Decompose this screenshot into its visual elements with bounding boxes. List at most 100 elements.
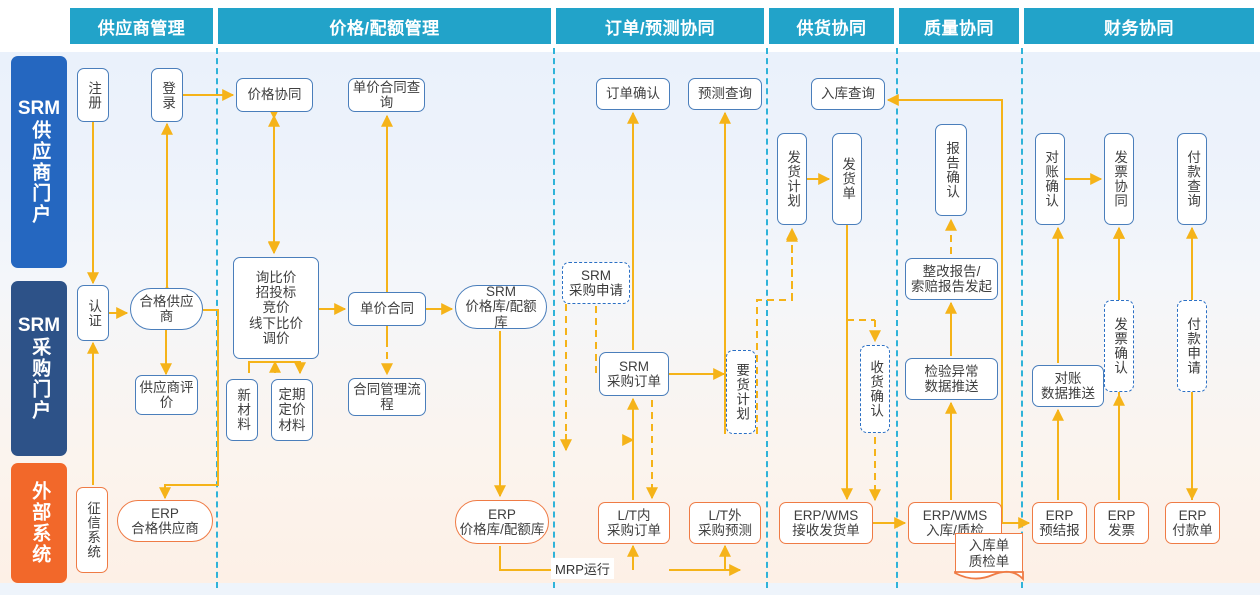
node-order-confirm[interactable]: 订单确认: [596, 78, 670, 110]
column-separator-0: [216, 48, 218, 588]
inbound-qc-doc-node[interactable]: 入库单质检单: [955, 533, 1023, 573]
node-register[interactable]: 注册: [77, 68, 109, 122]
node-contract-mgmt-process[interactable]: 合同管理流程: [348, 378, 426, 416]
column-separator-4: [1021, 48, 1023, 588]
node-label: 对账确认: [1043, 150, 1059, 208]
node-label-line: 调价: [262, 330, 290, 346]
node-label-line: 定期: [278, 387, 306, 403]
node-label-line: 询比价: [255, 270, 297, 286]
column-separator-3: [896, 48, 898, 588]
node-label-line: 价格库/配额库: [459, 522, 545, 537]
node-inquiry-bidding[interactable]: 询比价招投标竞价线下比价调价: [233, 257, 319, 359]
node-payment-query[interactable]: 付款查询: [1177, 133, 1207, 225]
row-label-external-system: 外部系统: [11, 463, 67, 583]
node-reconcile-confirm[interactable]: 对账确认: [1035, 133, 1065, 225]
node-lt-inner-purchase-order[interactable]: L/T内采购订单: [598, 502, 670, 544]
node-label: 定期定价材料: [279, 387, 306, 432]
node-supplier-evaluation[interactable]: 供应商评价: [135, 375, 198, 415]
node-price-collab[interactable]: 价格协同: [236, 78, 313, 112]
node-forecast-query[interactable]: 预测查询: [688, 78, 762, 110]
node-label-line: 接收发货单: [792, 523, 860, 538]
node-label-line: 索赔报告发起: [911, 279, 992, 294]
node-unit-price-contract[interactable]: 单价合同: [348, 292, 426, 326]
node-invoice-collab[interactable]: 发票协同: [1104, 133, 1134, 225]
node-label: L/T外采购预测: [698, 508, 752, 538]
column-header-price-quota[interactable]: 价格/配额管理: [218, 8, 551, 44]
column-header-supply-collab[interactable]: 供货协同: [769, 8, 894, 44]
node-label-line: SRM: [619, 358, 649, 374]
node-label: 询比价招投标竞价线下比价调价: [249, 270, 303, 346]
node-label: 发货计划: [785, 150, 801, 208]
node-qualified-supplier[interactable]: 合格供应商: [130, 288, 203, 330]
node-label: 新材料: [235, 388, 251, 432]
node-label-line: 线下比价: [249, 315, 303, 331]
node-label-line: 预结报: [1039, 523, 1080, 538]
column-header-quality-collab[interactable]: 质量协同: [899, 8, 1019, 44]
node-inspect-abnormal-push[interactable]: 检验异常数据推送: [905, 358, 998, 400]
row-label-cn: 采购门户: [29, 336, 51, 421]
node-label-line: 采购预测: [698, 523, 752, 538]
node-label: 单价合同: [360, 301, 414, 317]
node-label-line: 材料: [278, 417, 306, 433]
node-label: 注册: [86, 80, 102, 110]
column-header-finance-collab[interactable]: 财务协同: [1024, 8, 1254, 44]
node-label-line: ERP/WMS: [922, 507, 988, 523]
node-label-line: 采购订单: [607, 374, 661, 389]
node-label-line: 价格库/配额库: [465, 299, 537, 330]
node-label: 要货计划: [734, 363, 750, 421]
node-login[interactable]: 登录: [151, 68, 183, 122]
node-periodic-priced-material[interactable]: 定期定价材料: [271, 379, 313, 441]
node-inbound-query[interactable]: 入库查询: [811, 78, 885, 110]
node-label-line: 整改报告/: [922, 263, 981, 279]
node-reconcile-data-push[interactable]: 对账数据推送: [1032, 365, 1104, 407]
node-label-line: 采购订单: [607, 523, 661, 538]
node-delivery-note[interactable]: 发货单: [832, 133, 862, 225]
node-unit-price-contract-query[interactable]: 单价合同查询: [348, 78, 425, 112]
node-rectify-claim-report[interactable]: 整改报告/索赔报告发起: [905, 258, 998, 300]
node-label: 登录: [160, 80, 176, 110]
node-payment-request[interactable]: 付款申请: [1177, 300, 1207, 392]
node-label: L/T内采购订单: [607, 508, 661, 538]
node-lt-outer-purchase-forecast[interactable]: L/T外采购预测: [689, 502, 761, 544]
column-separator-2: [766, 48, 768, 588]
node-label: 检验异常数据推送: [925, 364, 979, 394]
node-report-confirm[interactable]: 报告确认: [935, 124, 967, 216]
node-invoice-confirm[interactable]: 发票确认: [1104, 300, 1134, 392]
node-label: 整改报告/索赔报告发起: [911, 264, 992, 294]
row-label-cn: 供应商门户: [29, 119, 51, 225]
node-label: 发货单: [840, 157, 856, 201]
node-label: 订单确认: [606, 86, 660, 102]
column-separator-1: [553, 48, 555, 588]
node-label-line: 招投标: [255, 285, 297, 301]
node-new-material[interactable]: 新材料: [226, 379, 258, 441]
column-header-supplier-mgmt[interactable]: 供应商管理: [70, 8, 213, 44]
node-certification[interactable]: 认证: [77, 285, 109, 341]
node-label: 付款申请: [1185, 317, 1201, 375]
node-credit-system[interactable]: 征信系统: [76, 487, 108, 573]
node-label: 价格协同: [247, 87, 302, 103]
node-delivery-plan[interactable]: 发货计划: [777, 133, 807, 225]
node-label: 对账数据推送: [1041, 371, 1095, 401]
node-label-line: 数据推送: [1041, 386, 1095, 401]
node-label: 合格供应商: [139, 293, 194, 324]
node-label: 发票确认: [1112, 317, 1128, 375]
node-receipt-confirm[interactable]: 收货确认: [860, 345, 890, 433]
column-header-order-forecast[interactable]: 订单/预测协同: [556, 8, 764, 44]
node-label-line: ERP: [151, 505, 179, 521]
node-label-line: L/T内: [617, 507, 651, 523]
mrp-run-label: MRP运行: [551, 558, 614, 579]
node-goods-demand-plan[interactable]: 要货计划: [726, 350, 756, 434]
